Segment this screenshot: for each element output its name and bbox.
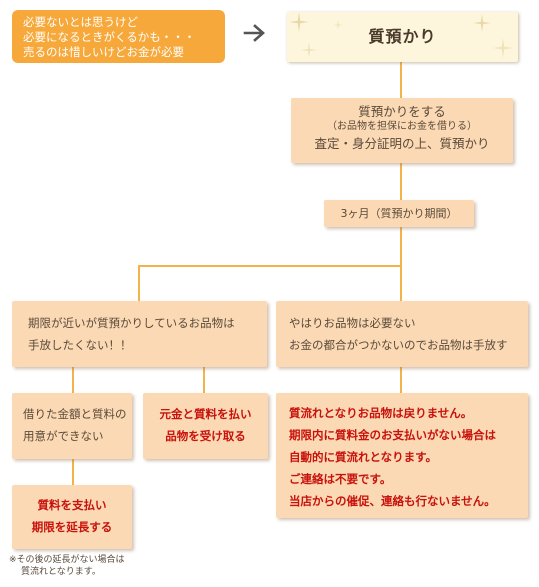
title-label: 質預かり <box>368 27 437 46</box>
release-item-line-1: やはりお品物は必要ない <box>289 316 416 330</box>
keep-item-line-1: 期限が近いが質預かりしているお品物は <box>28 316 235 330</box>
intro-box: 必要ないとは思うけど 必要になるときがくるかも・・・ 売るのは惜しいけどお金が必… <box>12 10 225 63</box>
intro-line-2: 必要になるときがくるかも・・・ <box>23 30 196 44</box>
sparkle-icon <box>493 38 513 58</box>
forfeit-line-5: 当店からの催促、連絡も行ないません。 <box>289 494 496 508</box>
connector-to-left-branch <box>138 265 140 301</box>
extend-box: 質料を支払い 期限を延長する <box>12 485 132 549</box>
intro-line-1: 必要ないとは思うけど <box>23 15 138 29</box>
release-item-line-2: お金の都合がつかないのでお品物は手放す <box>289 338 508 352</box>
cannot-pay-line-1: 借りた金額と質料の <box>23 407 127 421</box>
extend-line-1: 質料を支払い <box>37 498 107 512</box>
release-item-box: やはりお品物は必要ない お金の都合がつかないのでお品物は手放す <box>276 301 528 367</box>
repay-box: 元金と質料を払い 品物を受け取る <box>143 393 268 459</box>
forfeit-box: 質流れとなりお品物は戻りません。 期限内に質料金のお支払いがない場合は 自動的に… <box>276 393 528 518</box>
period-label: 3ヶ月（質預かり期間） <box>340 207 458 220</box>
connector-cannot-to-extend <box>72 459 74 485</box>
cannot-pay-box: 借りた金額と質料の 用意ができない <box>12 393 132 459</box>
connector-left-to-cannot <box>72 367 74 393</box>
intro-line-3: 売るのは惜しいけどお金が必要 <box>23 45 184 59</box>
right-arrow-icon <box>243 24 265 42</box>
footnote-line-2: 質流れとなります。 <box>21 567 101 577</box>
title-box: 質預かり <box>287 12 518 62</box>
repay-line-2: 品物を受け取る <box>165 429 246 443</box>
connector-pawn-to-period <box>400 163 402 200</box>
connector-right-to-forfeit <box>400 367 402 393</box>
pawn-step-box: 質預かりをする （お品物を担保にお金を借りる） 査定・身分証明の上、質預かり <box>291 98 513 163</box>
sparkle-icon <box>301 42 317 58</box>
repay-line-1: 元金と質料を払い <box>159 407 252 421</box>
footnote-line-1: ※その後の延長がない場合は <box>9 555 125 565</box>
period-box: 3ヶ月（質預かり期間） <box>324 200 474 227</box>
connector-title-to-pawn <box>400 62 402 98</box>
forfeit-line-2: 期限内に質料金のお支払いがない場合は <box>289 428 496 442</box>
forfeit-line-3: 自動的に質流れとなります。 <box>289 450 438 464</box>
connector-horizontal-split <box>138 265 402 267</box>
sparkle-icon <box>333 20 343 30</box>
sparkle-icon <box>473 14 491 32</box>
connector-period-down <box>400 227 402 301</box>
connector-left-to-repay <box>203 367 205 393</box>
forfeit-line-4: ご連絡は不要です。 <box>289 472 392 486</box>
pawn-line-2: （お品物を担保にお金を借りる） <box>327 121 477 132</box>
footnote: ※その後の延長がない場合は 質流れとなります。 <box>9 554 125 578</box>
pawn-line-3: 査定・身分証明の上、質預かり <box>314 136 490 151</box>
extend-line-2: 期限を延長する <box>31 520 113 534</box>
cannot-pay-line-2: 用意ができない <box>23 429 104 443</box>
keep-item-box: 期限が近いが質預かりしているお品物は 手放したくない！！ <box>12 301 267 367</box>
pawn-line-1: 質預かりをする <box>358 104 446 119</box>
forfeit-line-1: 質流れとなりお品物は戻りません。 <box>289 406 473 420</box>
keep-item-line-2: 手放したくない！！ <box>28 338 132 352</box>
sparkle-icon <box>289 12 309 32</box>
